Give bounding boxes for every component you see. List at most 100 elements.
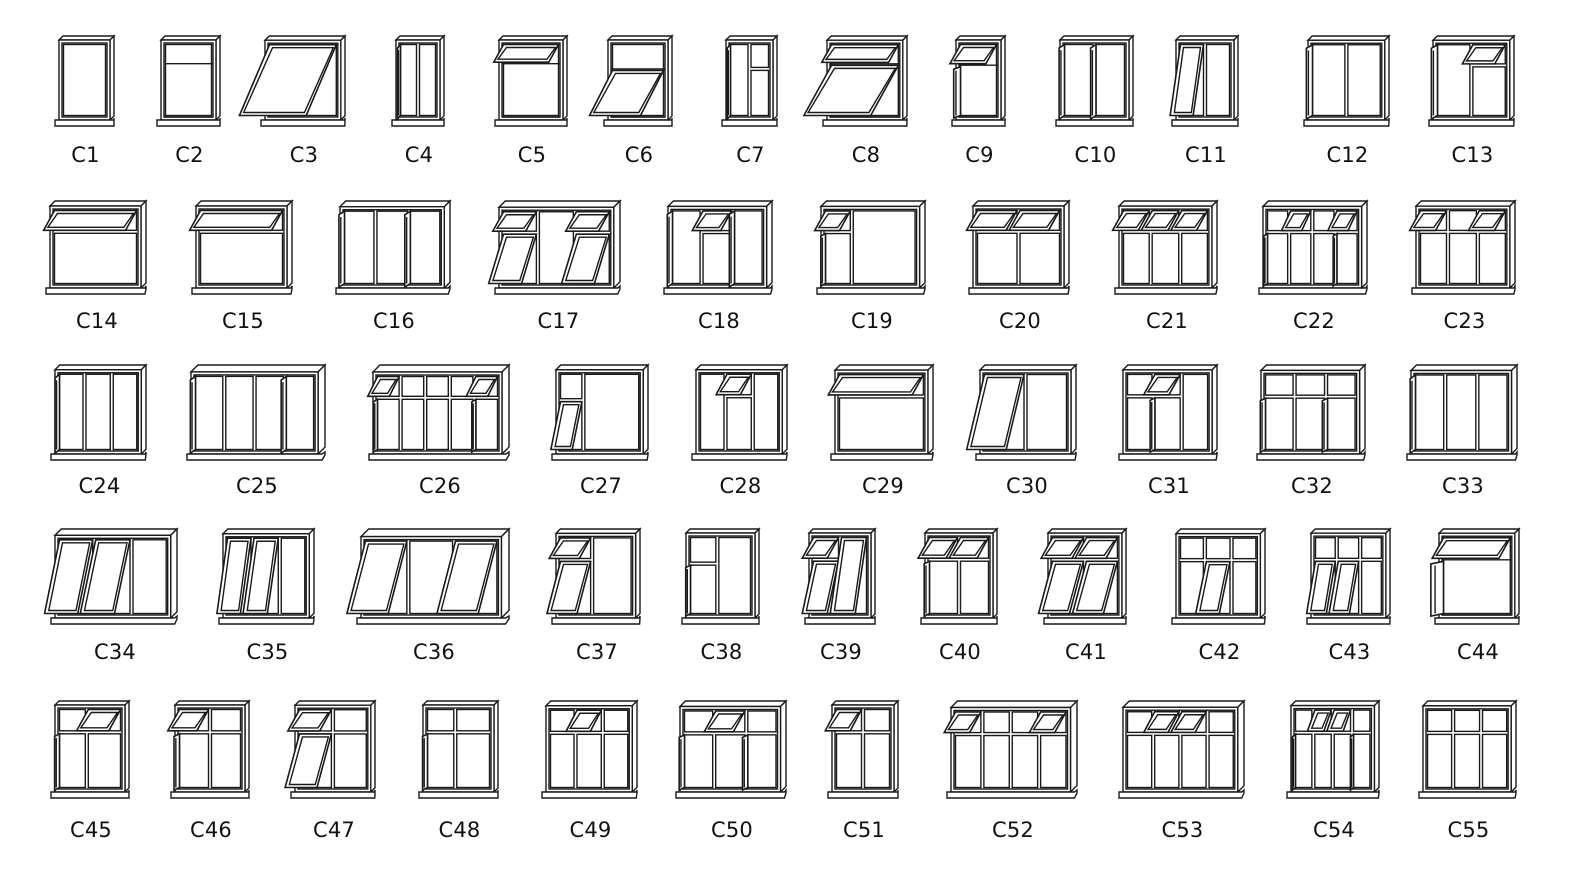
glazing-pane [1208, 734, 1234, 789]
top-hung-sash [823, 708, 863, 732]
window-drawing [1305, 527, 1392, 625]
top-hung-sash [1027, 711, 1068, 734]
style-code-label: C1 [71, 143, 100, 167]
frame-top-depth [833, 364, 935, 371]
style-code-label: C12 [1326, 143, 1369, 167]
window-drawing [965, 199, 1071, 295]
sash-glass [568, 712, 600, 730]
window-drawing [50, 699, 131, 799]
window-drawing [681, 527, 761, 625]
sash-glass [288, 736, 330, 786]
top-hung-sash [714, 373, 753, 396]
window-sill [975, 451, 1077, 461]
frame-side-depth [1237, 699, 1245, 794]
window-sill [45, 285, 147, 295]
window-style-c6: C6 [588, 34, 674, 169]
style-code-label: C37 [576, 640, 618, 664]
top-hung-sash [435, 540, 498, 615]
window-sill [804, 616, 876, 625]
glazing-pane [863, 708, 891, 732]
style-code-label: C46 [190, 818, 232, 842]
top-hung-sash [1328, 560, 1360, 615]
sash-glass [1412, 212, 1445, 229]
frame-top-depth [48, 200, 148, 207]
window-sill [663, 283, 773, 295]
glazing-pane [1453, 733, 1481, 789]
sash-glass [370, 378, 398, 394]
window-style-c22: C22 [1258, 199, 1369, 335]
inner-frame [1121, 208, 1210, 286]
glazing-pane [753, 373, 779, 451]
window-style-c4: C4 [391, 34, 446, 169]
style-code-label: C6 [624, 143, 654, 167]
glazing-pane [1011, 734, 1039, 789]
top-hung-sash [487, 233, 538, 285]
sash-glass [220, 540, 249, 612]
window-drawing [1258, 199, 1369, 295]
glazing-pane [1126, 734, 1153, 789]
top-hung-sash [564, 709, 603, 733]
top-hung-sash [1039, 536, 1085, 560]
top-hung-sash [166, 708, 210, 732]
window-drawing [1118, 699, 1246, 799]
glazing-pane [456, 708, 491, 732]
outer-frame [667, 205, 768, 289]
sash-glass [242, 46, 335, 114]
style-code-label: C42 [1198, 640, 1241, 664]
window-drawing [1430, 527, 1521, 625]
window-drawing [345, 527, 511, 625]
glazing-pane [1448, 232, 1478, 285]
frame-top-depth [1259, 364, 1367, 372]
style-code-label: C22 [1293, 309, 1335, 333]
sash-glass [170, 711, 207, 729]
window-style-c36: C36 [345, 527, 511, 666]
window-drawing [826, 363, 935, 461]
window-sill [1258, 283, 1368, 295]
window-style-c19: C19 [813, 199, 927, 335]
frame-side-depth [286, 199, 293, 290]
window-style-c33: C33 [1406, 363, 1519, 500]
window-style-c34: C34 [43, 527, 179, 666]
top-hung-sash [366, 375, 401, 398]
glazing-pane [225, 375, 254, 451]
frame-top-depth [53, 528, 179, 537]
sash-glass [496, 46, 557, 60]
window-drawing [50, 363, 148, 461]
glazing-pane [983, 734, 1010, 789]
top-hung-sash [464, 375, 499, 398]
sash-glass [592, 72, 662, 114]
window-drawing [166, 699, 251, 799]
window-style-c15: C15 [188, 199, 294, 335]
sash-glass [1332, 563, 1357, 612]
window-drawing [391, 34, 446, 127]
window-style-c37: C37 [545, 527, 642, 666]
window-style-c44: C44 [1430, 527, 1521, 666]
top-hung-sash [1325, 709, 1352, 733]
window-drawing [916, 527, 999, 625]
frame-side-depth [613, 199, 621, 290]
side-hung-sash [1149, 396, 1156, 454]
frame-side-depth [317, 363, 326, 456]
frame-top-depth [497, 200, 622, 208]
outer-frame [54, 369, 142, 455]
window-sill [191, 285, 293, 295]
inner-frame [1418, 208, 1508, 286]
window-sill [1055, 118, 1134, 127]
frame-top-depth [194, 200, 294, 207]
top-hung-sash [801, 560, 840, 615]
style-code-label: C21 [1146, 309, 1188, 333]
frame-top-depth [694, 364, 789, 371]
frame-top-depth [971, 200, 1071, 207]
top-hung-sash [549, 400, 583, 451]
outer-frame [1410, 369, 1513, 455]
window-sill [721, 118, 778, 127]
frame-top-depth [666, 200, 774, 208]
side-hung-sash [421, 732, 429, 792]
style-code-label: C40 [939, 640, 981, 664]
top-hung-sash [690, 210, 733, 232]
inner-frame [975, 208, 1062, 286]
glazing-pane [199, 232, 284, 285]
glazing-pane [1326, 374, 1356, 396]
window-style-c1: C1 [54, 34, 116, 169]
glazing-pane [1264, 374, 1294, 396]
